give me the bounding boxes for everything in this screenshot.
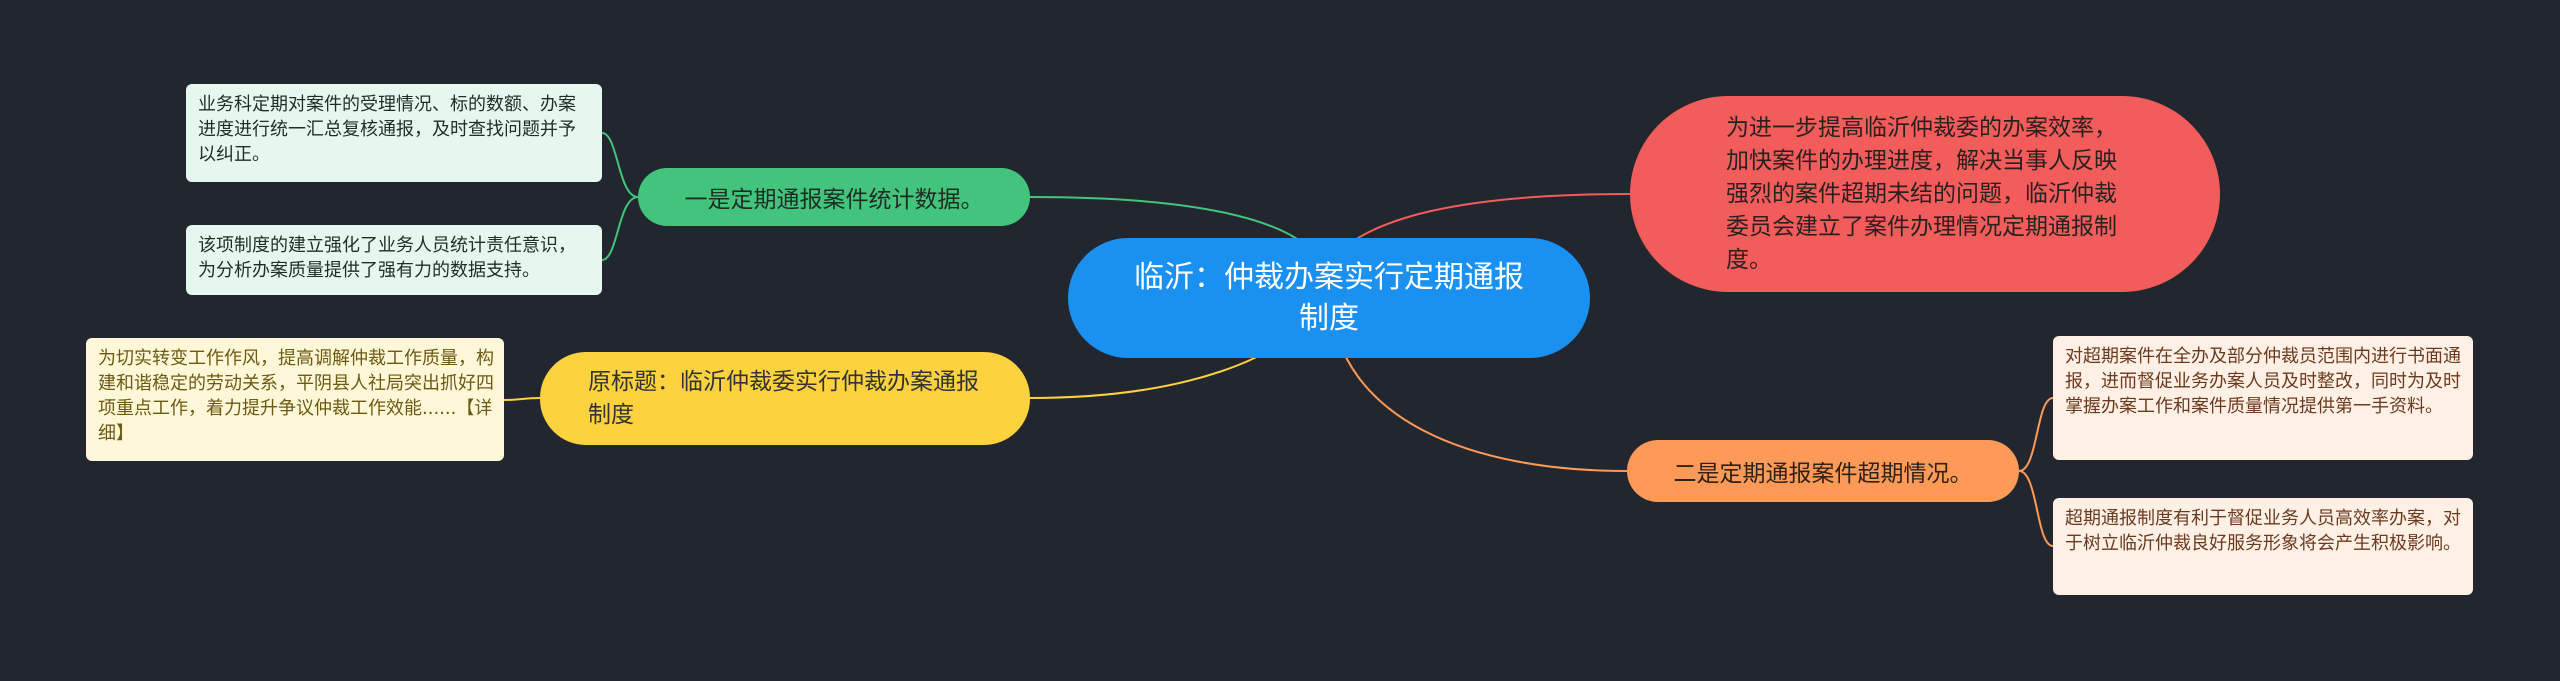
link-statistics-leaf2 — [601, 196, 639, 261]
link-overdue-leaf1 — [2018, 397, 2054, 472]
link-statistics-leaf1 — [601, 132, 639, 198]
link-original-leaf1 — [503, 397, 541, 401]
branch-statistics-label: 一是定期通报案件统计数据。 — [684, 187, 984, 213]
branch-overdue[interactable]: 二是定期通报案件超期情况。 — [1627, 440, 2019, 502]
leaf-statistics-report[interactable]: 业务科定期对案件的受理情况、标的数额、办案进度进行统一汇总复核通报，及时查找问题… — [186, 84, 602, 182]
central-topic[interactable]: 临沂：仲裁办案实行定期通报制度 — [1068, 238, 1590, 358]
branch-overdue-label: 二是定期通报案件超期情况。 — [1673, 461, 1973, 487]
link-overdue-leaf2 — [2018, 470, 2054, 547]
leaf-statistics-responsibility-text: 该项制度的建立强化了业务人员统计责任意识，为分析办案质量提供了强有力的数据支持。 — [198, 235, 576, 281]
leaf-original-summary-text: 为切实转变工作作风，提高调解仲裁工作质量，构建和谐稳定的劳动关系，平阴县人社局突… — [98, 348, 494, 444]
branch-purpose[interactable]: 为进一步提高临沂仲裁委的办案效率，加快案件的办理进度，解决当事人反映强烈的案件超… — [1630, 96, 2220, 292]
leaf-overdue-notice[interactable]: 对超期案件在全办及部分仲裁员范围内进行书面通报，进而督促业务办案人员及时整改，同… — [2053, 336, 2473, 460]
leaf-statistics-report-text: 业务科定期对案件的受理情况、标的数额、办案进度进行统一汇总复核通报，及时查找问题… — [198, 94, 576, 165]
branch-original-title-label: 原标题：临沂仲裁委实行仲裁办案通报制度 — [588, 368, 979, 428]
leaf-overdue-notice-text: 对超期案件在全办及部分仲裁员范围内进行书面通报，进而督促业务办案人员及时整改，同… — [2065, 346, 2461, 417]
branch-statistics[interactable]: 一是定期通报案件统计数据。 — [638, 168, 1030, 226]
leaf-statistics-responsibility[interactable]: 该项制度的建立强化了业务人员统计责任意识，为分析办案质量提供了强有力的数据支持。 — [186, 225, 602, 295]
leaf-overdue-effect-text: 超期通报制度有利于督促业务人员高效率办案，对于树立临沂仲裁良好服务形象将会产生积… — [2065, 508, 2461, 554]
central-topic-label: 临沂：仲裁办案实行定期通报制度 — [1134, 260, 1524, 336]
branch-purpose-label: 为进一步提高临沂仲裁委的办案效率，加快案件的办理进度，解决当事人反映强烈的案件超… — [1726, 114, 2117, 273]
leaf-overdue-effect[interactable]: 超期通报制度有利于督促业务人员高效率办案，对于树立临沂仲裁良好服务形象将会产生积… — [2053, 498, 2473, 595]
branch-original-title[interactable]: 原标题：临沂仲裁委实行仲裁办案通报制度 — [540, 352, 1030, 445]
leaf-original-summary[interactable]: 为切实转变工作作风，提高调解仲裁工作质量，构建和谐稳定的劳动关系，平阴县人社局突… — [86, 338, 504, 461]
